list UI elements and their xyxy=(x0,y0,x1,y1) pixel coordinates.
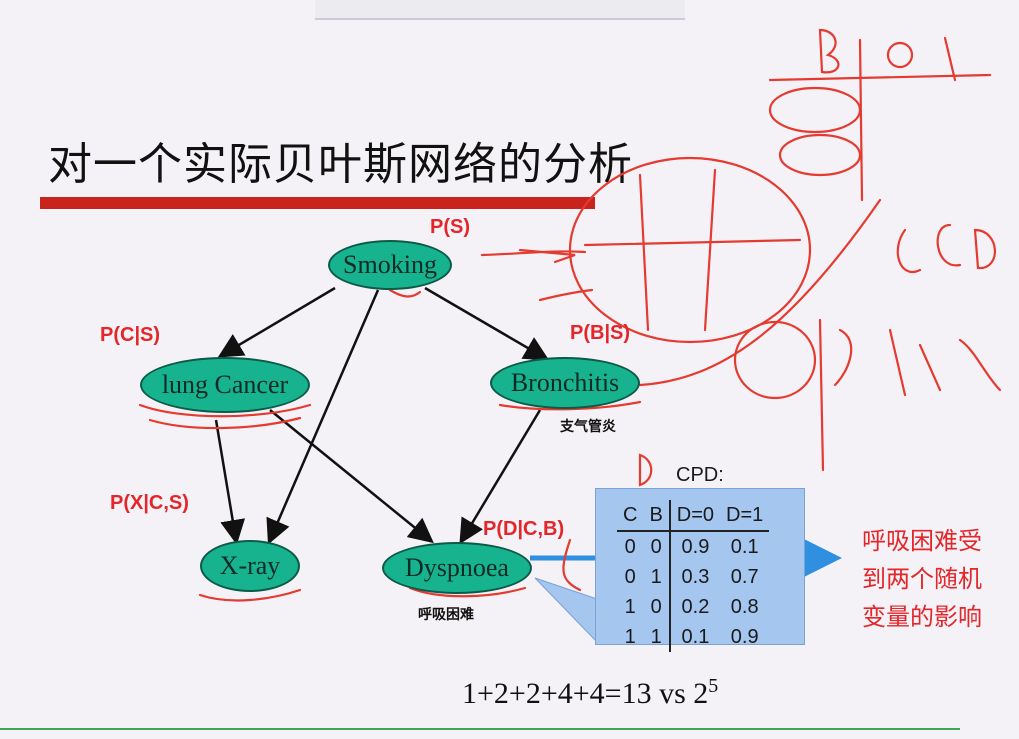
cpd-cell: 0.9 xyxy=(668,531,721,562)
edge-smoking-xray xyxy=(266,289,380,545)
cpd-cell: 1 xyxy=(624,625,636,648)
formula-base: 1+2+2+4+4=13 vs 2 xyxy=(462,677,709,710)
cpd-row: 0 1 0.3 0.7 xyxy=(617,562,769,592)
dyspnoea-chinese-label: 呼吸困难 xyxy=(418,607,474,623)
cpd-cell: 1 xyxy=(650,625,662,648)
cpd-cell: 0.1 xyxy=(730,535,759,558)
cpd-header-c: C xyxy=(617,500,644,532)
node-bronchitis-label: Bronchitis xyxy=(510,368,620,397)
edge-smoking-cancer xyxy=(217,286,336,358)
node-dyspnoea-label: Dyspnoea xyxy=(405,553,509,582)
node-dyspnoea: Dyspnoea xyxy=(382,542,532,594)
handwritten-annotations xyxy=(138,28,1002,642)
callout-line: 变量的影响 xyxy=(862,603,982,631)
cpd-cell: 0.1 xyxy=(668,622,721,652)
node-lung-cancer-label: lung Cancer xyxy=(161,370,289,399)
node-xray-label: X-ray xyxy=(219,551,281,580)
prob-label-pxcs: P(X|C,S) xyxy=(110,492,189,514)
node-smoking-label: Smoking xyxy=(343,250,437,279)
cpd-cell: 0.3 xyxy=(668,562,721,592)
cpd-cell: 0.7 xyxy=(730,565,759,588)
cpd-cell: 0 xyxy=(650,595,662,618)
cpd-row: 0 0 0.9 0.1 xyxy=(617,531,769,562)
cpd-cell: 1 xyxy=(624,595,636,618)
callout-line: 呼吸困难受 xyxy=(862,527,982,555)
prob-label-pcs: P(C|S) xyxy=(100,324,161,346)
formula-exponent: 5 xyxy=(708,675,719,697)
dyspnoea-callout-text: 呼吸困难受 到两个随机 变量的影响 xyxy=(836,522,1008,636)
cpd-cell: 0 xyxy=(624,565,636,588)
title-underline xyxy=(40,197,595,209)
cpd-row: 1 0 0.2 0.8 xyxy=(617,592,769,622)
cpd-title: CPD: xyxy=(676,464,724,486)
cpd-cell: 0.9 xyxy=(730,625,759,648)
node-bronchitis: Bronchitis xyxy=(490,357,640,409)
cpd-header-row: C B D=0 D=1 xyxy=(617,500,770,532)
edge-bronchitis-dyspnoea xyxy=(459,409,542,545)
prob-label-pdcb: P(D|C,B) xyxy=(483,518,565,540)
node-lung-cancer: lung Cancer xyxy=(140,357,310,413)
cpd-header-d1: D=1 xyxy=(720,500,770,532)
cpd-table: C B D=0 D=1 0 0 0.9 0.1 0 1 0.3 0.7 1 0 … xyxy=(617,500,770,652)
window-top-bar xyxy=(315,0,685,20)
cpd-cell: 0.8 xyxy=(730,595,759,618)
node-smoking: Smoking xyxy=(328,240,452,290)
slide-title: 对一个实际贝叶斯网络的分析 xyxy=(48,139,633,190)
cpd-pointer xyxy=(534,577,601,644)
bronchitis-chinese-label: 支气管炎 xyxy=(560,419,616,435)
prob-label-pbs: P(B|S) xyxy=(570,322,631,344)
cpd-row: 1 1 0.1 0.9 xyxy=(617,622,769,652)
edge-cancer-xray xyxy=(214,419,246,545)
parameter-count-formula: 1+2+2+4+4=13 vs 25 xyxy=(462,675,718,711)
cpd-cell: 0.2 xyxy=(668,592,721,622)
cpd-cell: 0 xyxy=(650,535,662,558)
cpd-cell: 1 xyxy=(650,565,662,588)
edge-cancer-dyspnoea xyxy=(269,409,434,544)
node-xray: X-ray xyxy=(200,540,300,592)
cpd-cell: 0 xyxy=(624,535,636,558)
bottom-divider xyxy=(0,728,960,730)
cpd-header-d0: D=0 xyxy=(668,500,721,532)
edge-smoking-bronchitis xyxy=(424,286,550,361)
callout-line: 到两个随机 xyxy=(862,565,982,593)
prob-label-ps: P(S) xyxy=(430,216,470,238)
cpd-header-b: B xyxy=(643,500,670,532)
